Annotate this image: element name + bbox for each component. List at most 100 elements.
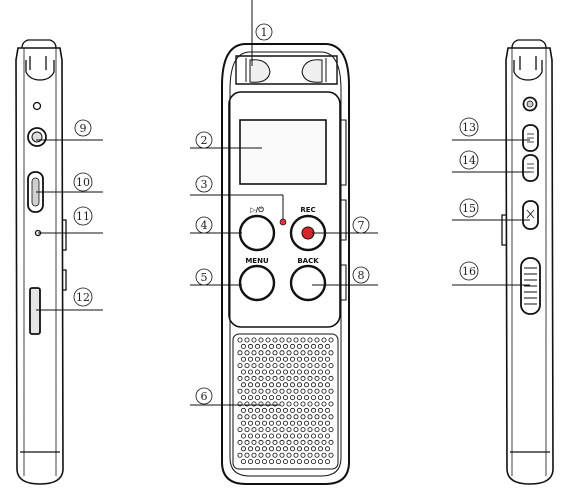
svg-text:8: 8 (358, 269, 365, 282)
speaker-hole (324, 433, 330, 439)
speaker-hole (324, 382, 330, 388)
speaker-hole (286, 375, 292, 381)
speaker-hole (251, 388, 257, 394)
speaker-hole (286, 452, 292, 458)
speaker-hole (261, 459, 267, 465)
callout-1: 1 (255, 23, 273, 41)
speaker-hole (300, 337, 306, 343)
svg-text:11: 11 (76, 210, 90, 223)
speaker-hole (240, 459, 246, 465)
speaker-hole (289, 459, 295, 465)
speaker-hole (279, 414, 285, 420)
speaker-hole (240, 369, 246, 375)
svg-text:3: 3 (201, 178, 208, 191)
rec-label: REC (300, 206, 315, 214)
speaker-hole (300, 350, 306, 356)
menu-button[interactable]: MENU (238, 257, 276, 302)
speaker-hole (272, 452, 278, 458)
speaker-hole (237, 363, 243, 369)
speaker-hole (310, 420, 316, 426)
speaker-hole (324, 407, 330, 413)
speaker-hole (265, 350, 271, 356)
speaker-hole (296, 420, 302, 426)
speaker-hole (272, 439, 278, 445)
svg-text:7: 7 (358, 219, 365, 232)
speaker-area (232, 333, 339, 470)
speaker-hole (251, 452, 257, 458)
speaker-hole (314, 439, 320, 445)
speaker-hole (321, 388, 327, 394)
top-clip (235, 55, 338, 85)
speaker-hole (293, 363, 299, 369)
speaker-hole (307, 350, 313, 356)
speaker-hole (251, 350, 257, 356)
speaker-hole (317, 433, 323, 439)
speaker-hole (321, 350, 327, 356)
volume-down-button (522, 154, 539, 182)
speaker-hole (321, 337, 327, 343)
speaker-hole (268, 459, 274, 465)
speaker-hole (251, 427, 257, 433)
speaker-hole (310, 343, 316, 349)
back-button[interactable]: BACK (289, 257, 327, 302)
speaker-hole (254, 407, 260, 413)
speaker-hole (289, 420, 295, 426)
speaker-hole (272, 401, 278, 407)
play-power-button[interactable]: ▷/⏻ (238, 206, 276, 252)
speaker-hole (303, 369, 309, 375)
speaker-hole (265, 414, 271, 420)
speaker-hole (321, 427, 327, 433)
speaker-hole (265, 388, 271, 394)
speaker-hole (279, 452, 285, 458)
rec-button[interactable]: REC (289, 206, 327, 252)
speaker-hole (286, 388, 292, 394)
led-indicator (279, 218, 287, 226)
speaker-hole (324, 356, 330, 362)
speaker-hole (317, 446, 323, 452)
speaker-hole (237, 414, 243, 420)
speaker-hole (296, 433, 302, 439)
svg-text:2: 2 (201, 134, 208, 147)
speaker-hole (258, 401, 264, 407)
speaker-hole (268, 343, 274, 349)
speaker-hole (244, 363, 250, 369)
speaker-hole (286, 439, 292, 445)
display-screen (239, 119, 327, 185)
speaker-hole (254, 433, 260, 439)
speaker-hole (296, 369, 302, 375)
speaker-hole (244, 439, 250, 445)
speaker-hole (275, 356, 281, 362)
speaker-hole (296, 459, 302, 465)
speaker-grille (237, 337, 334, 465)
speaker-hole (244, 350, 250, 356)
speaker-hole (328, 337, 334, 343)
speaker-hole (317, 343, 323, 349)
speaker-hole (317, 395, 323, 401)
speaker-hole (254, 446, 260, 452)
speaker-hole (261, 446, 267, 452)
speaker-hole (268, 446, 274, 452)
speaker-hole (258, 414, 264, 420)
speaker-hole (296, 356, 302, 362)
speaker-hole (237, 350, 243, 356)
speaker-hole (258, 363, 264, 369)
speaker-hole (275, 382, 281, 388)
speaker-hole (247, 382, 253, 388)
speaker-hole (303, 459, 309, 465)
speaker-hole (244, 337, 250, 343)
speaker-hole (261, 433, 267, 439)
volume-up-button (522, 124, 539, 152)
speaker-hole (247, 433, 253, 439)
speaker-hole (303, 407, 309, 413)
speaker-hole (279, 439, 285, 445)
speaker-hole (289, 446, 295, 452)
speaker-hole (307, 427, 313, 433)
play-power-label: ▷/⏻ (250, 206, 264, 214)
speaker-hole (261, 356, 267, 362)
speaker-hole (307, 452, 313, 458)
speaker-hole (261, 407, 267, 413)
speaker-hole (244, 375, 250, 381)
speaker-hole (328, 439, 334, 445)
speaker-hole (261, 369, 267, 375)
speaker-hole (265, 427, 271, 433)
